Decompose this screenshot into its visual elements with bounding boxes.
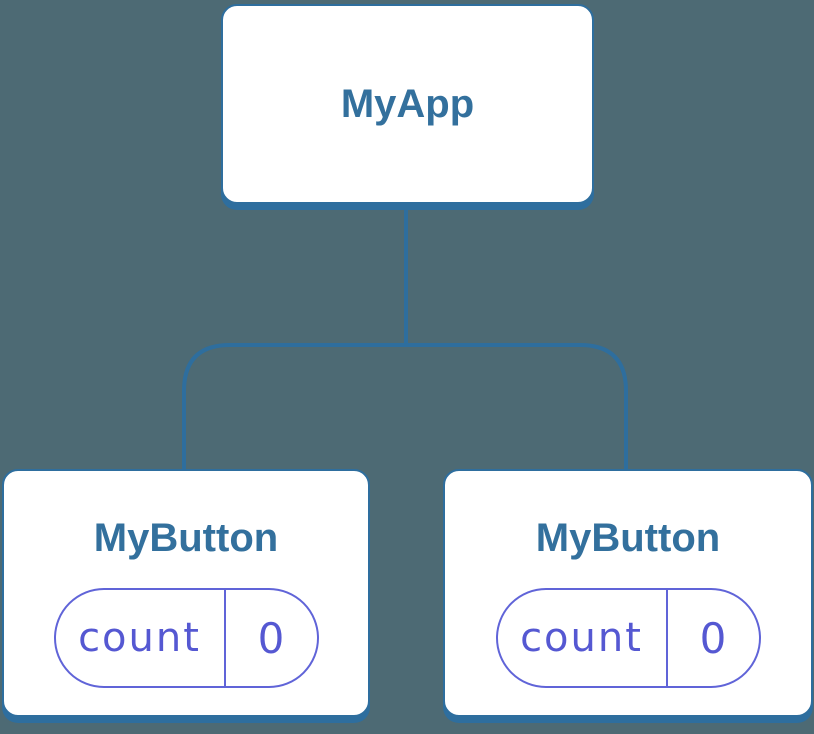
state-value: 0 — [257, 613, 285, 663]
node-mybutton-left-title: MyButton — [93, 516, 279, 560]
node-mybutton-right: MyButton count 0 — [443, 469, 813, 717]
branch-connector-line — [182, 343, 628, 472]
node-myapp-title: MyApp — [340, 82, 475, 126]
state-pill: count 0 — [495, 588, 761, 688]
node-mybutton-left: MyButton count 0 — [2, 469, 370, 717]
state-label: count — [56, 590, 226, 686]
state-label: count — [498, 590, 668, 686]
node-myapp: MyApp — [221, 4, 594, 204]
state-pill: count 0 — [53, 588, 319, 688]
state-value: 0 — [699, 613, 727, 663]
node-mybutton-right-title: MyButton — [535, 516, 721, 560]
